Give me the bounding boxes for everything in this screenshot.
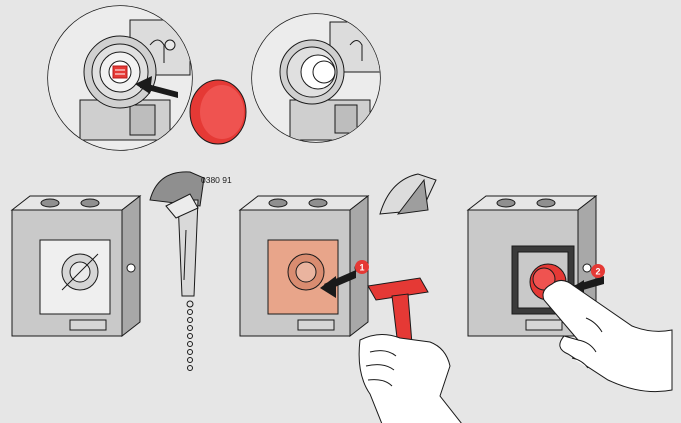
protective-cover [380, 174, 436, 214]
step-1-number: 1 [359, 263, 364, 273]
part-number-label: 0380 91 [201, 175, 232, 185]
red-cap [190, 80, 246, 144]
zoom-detail-before [40, 5, 210, 155]
step-2-number: 2 [595, 267, 600, 277]
call-point-unit-2 [240, 196, 368, 336]
test-key-tool [150, 172, 204, 371]
hand-holding-key [359, 334, 462, 423]
zoom-detail-after [250, 10, 390, 150]
call-point-unit-1 [12, 196, 140, 336]
